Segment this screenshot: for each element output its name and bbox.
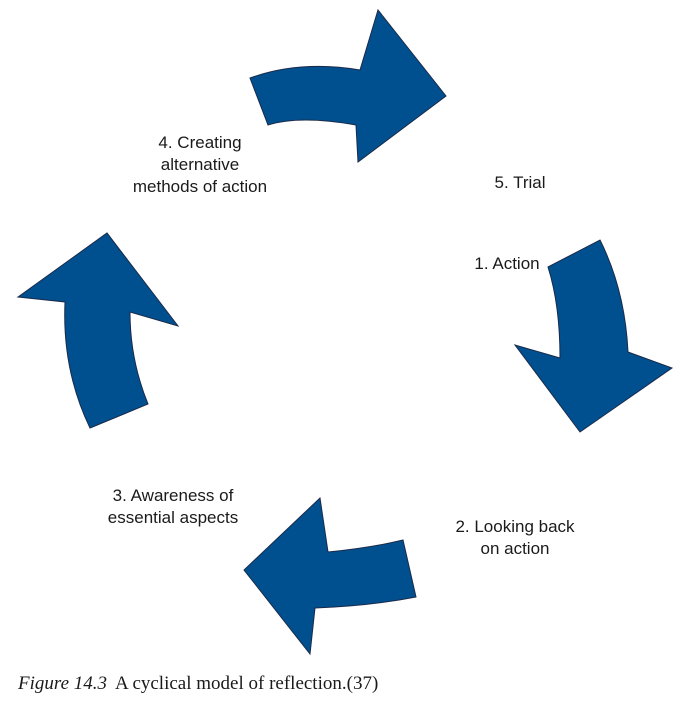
step-trial-text: 5. Trial xyxy=(494,173,546,192)
step-trial-label: 5. Trial xyxy=(470,172,570,194)
step-awareness-line-2: essential aspects xyxy=(107,508,239,527)
arrow-left-up xyxy=(16,232,180,429)
curved-arrow-down-icon xyxy=(513,239,674,433)
step-action-text: 1. Action xyxy=(474,254,540,273)
figure-number: Figure 14.3 xyxy=(18,673,108,694)
step-creating-line-3: methods of action xyxy=(132,177,268,196)
step-action-label: 1. Action xyxy=(447,253,567,275)
arrow-bottom-left xyxy=(243,496,417,656)
curved-arrow-right-icon xyxy=(249,8,447,163)
figure-caption: Figure 14.3 A cyclical model of reflectio… xyxy=(18,673,378,695)
step-awareness-line-1: 3. Awareness of xyxy=(112,486,234,505)
arrow-right-down xyxy=(513,239,674,433)
step-looking-back-line-2: on action xyxy=(480,539,550,558)
step-looking-back-label: 2. Looking back on action xyxy=(430,516,600,560)
arrow-top-right xyxy=(249,8,447,163)
figure-caption-text: A cyclical model of reflection.(37) xyxy=(115,673,379,694)
step-creating-line-2: alternative xyxy=(160,155,240,174)
step-looking-back-line-1: 2. Looking back xyxy=(455,517,575,536)
curved-arrow-left-icon xyxy=(243,496,417,656)
curved-arrow-up-icon xyxy=(16,232,180,429)
step-awareness-label: 3. Awareness of essential aspects xyxy=(86,485,260,529)
step-creating-line-1: 4. Creating xyxy=(158,133,242,152)
step-creating-label: 4. Creating alternative methods of actio… xyxy=(110,132,290,198)
